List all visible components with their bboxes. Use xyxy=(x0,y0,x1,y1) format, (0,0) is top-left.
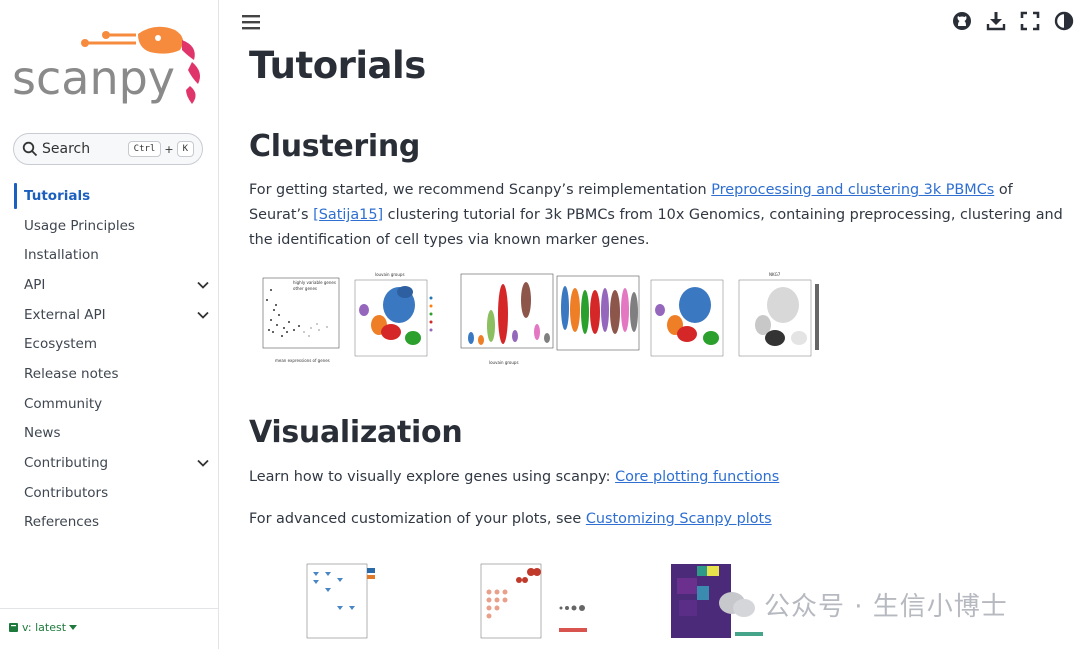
sidebar-item-tutorials[interactable]: Tutorials xyxy=(0,181,218,211)
text-span: For getting started, we recommend Scanpy… xyxy=(249,182,712,198)
violin-xlabel: louvain groups xyxy=(489,360,519,365)
sidebar-footer: v: latest xyxy=(0,608,218,650)
watermark-text: 公众号 · 生信小博士 xyxy=(764,592,1008,622)
chevron-down-icon[interactable] xyxy=(196,308,210,322)
version-label: v: latest xyxy=(22,621,67,634)
dotplot-2 xyxy=(480,563,587,639)
sidebar-item-references[interactable]: References xyxy=(0,508,218,538)
umap2-title: NKG7 xyxy=(769,272,781,277)
chevron-down-icon[interactable] xyxy=(196,456,210,470)
umap-gene-plot: NKG7 xyxy=(738,272,819,357)
scatter-legend-1: highly variable genes xyxy=(293,280,336,285)
umap-annotated-plot xyxy=(650,279,724,357)
sidebar-item-news[interactable]: News xyxy=(0,419,218,449)
sidebar-item-label: Installation xyxy=(24,247,99,264)
sidebar-item-label: Contributors xyxy=(24,484,109,501)
dispersion-scatter-plot: highly variable genes other genes mean e… xyxy=(262,277,340,363)
download-icon[interactable] xyxy=(986,11,1006,31)
clustering-figure[interactable]: highly variable genes other genes mean e… xyxy=(249,270,829,370)
sidebar-item-label: Contributing xyxy=(24,455,109,472)
link-satija15[interactable]: [Satija15] xyxy=(313,207,384,223)
sidebar-item-label: News xyxy=(24,425,61,442)
visualization-heading: Visualization xyxy=(249,415,463,450)
scanpy-logo[interactable]: scanpy xyxy=(10,22,210,117)
theme-toggle-icon[interactable] xyxy=(1054,11,1074,31)
sidebar-item-label: API xyxy=(24,276,46,293)
violin-plot: louvain groups xyxy=(460,273,554,365)
link-core-plotting[interactable]: Core plotting functions xyxy=(615,469,780,485)
menu-icon[interactable] xyxy=(241,13,261,31)
sidebar-item-ecosystem[interactable]: Ecosystem xyxy=(0,329,218,359)
sidebar-item-installation[interactable]: Installation xyxy=(0,240,218,270)
sidebar-item-community[interactable]: Community xyxy=(0,389,218,419)
logo-wordmark: scanpy xyxy=(12,51,175,105)
sidebar-nav: Tutorials Usage Principles Installation … xyxy=(0,181,218,537)
sidebar-item-contributors[interactable]: Contributors xyxy=(0,478,218,508)
version-switcher[interactable]: v: latest xyxy=(8,621,78,634)
sidebar-item-label: Community xyxy=(24,395,103,412)
visualization-figure[interactable] xyxy=(249,548,769,648)
sidebar: scanpy Search Ctrl + K Tutorials Usage P… xyxy=(0,0,219,649)
visualization-paragraph-2: For advanced customization of your plots… xyxy=(249,507,1069,532)
sidebar-item-release-notes[interactable]: Release notes xyxy=(0,359,218,389)
clustering-paragraph: For getting started, we recommend Scanpy… xyxy=(249,178,1069,253)
text-span: For advanced customization of your plots… xyxy=(249,511,586,527)
book-icon xyxy=(9,623,18,632)
sidebar-item-label: Release notes xyxy=(24,365,119,382)
sidebar-item-label: References xyxy=(24,514,100,531)
sidebar-item-label: Ecosystem xyxy=(24,336,98,353)
text-span: clustering tutorial for 3k PBMCs from 10… xyxy=(249,207,1063,248)
caret-down-icon xyxy=(69,624,78,630)
sidebar-item-external-api[interactable]: External API xyxy=(0,300,218,330)
shortcut-plus: + xyxy=(164,142,174,156)
wechat-icon xyxy=(719,591,755,617)
sidebar-item-contributing[interactable]: Contributing xyxy=(0,448,218,478)
sidebar-item-label: Usage Principles xyxy=(24,217,135,234)
umap-louvain-plot: louvain groups xyxy=(354,272,433,357)
scatter-xlabel: mean expressions of genes xyxy=(275,358,330,363)
fullscreen-icon[interactable] xyxy=(1020,11,1040,31)
github-icon[interactable] xyxy=(952,11,972,31)
sidebar-item-label: Tutorials xyxy=(24,187,91,204)
link-customizing-plots[interactable]: Customizing Scanpy plots xyxy=(585,511,772,527)
search-icon xyxy=(22,141,38,157)
sidebar-item-label: External API xyxy=(24,306,106,323)
link-preprocessing-clustering[interactable]: Preprocessing and clustering 3k PBMCs xyxy=(711,182,995,198)
text-span: Learn how to visually explore genes usin… xyxy=(249,469,616,485)
shortcut-key-k: K xyxy=(176,141,194,157)
stacked-violin-plot xyxy=(556,275,640,351)
wechat-watermark: 公众号 · 生信小博士 xyxy=(718,586,1008,623)
clustering-heading: Clustering xyxy=(249,129,421,164)
shortcut-key-ctrl: Ctrl xyxy=(127,141,162,157)
umap-title: louvain groups xyxy=(375,272,405,277)
visualization-paragraph-1: Learn how to visually explore genes usin… xyxy=(249,465,1069,490)
search-label: Search xyxy=(42,141,91,157)
sidebar-item-api[interactable]: API xyxy=(0,270,218,300)
scatter-legend-2: other genes xyxy=(293,286,317,291)
matrixplot-dots-1 xyxy=(306,563,375,639)
text-span: of Seurat’s xyxy=(249,182,1013,223)
page-title: Tutorials xyxy=(249,44,426,87)
search-box[interactable]: Search Ctrl + K xyxy=(13,133,203,165)
sidebar-item-usage-principles[interactable]: Usage Principles xyxy=(0,211,218,241)
chevron-down-icon[interactable] xyxy=(196,278,210,292)
header-actions xyxy=(952,11,1074,31)
